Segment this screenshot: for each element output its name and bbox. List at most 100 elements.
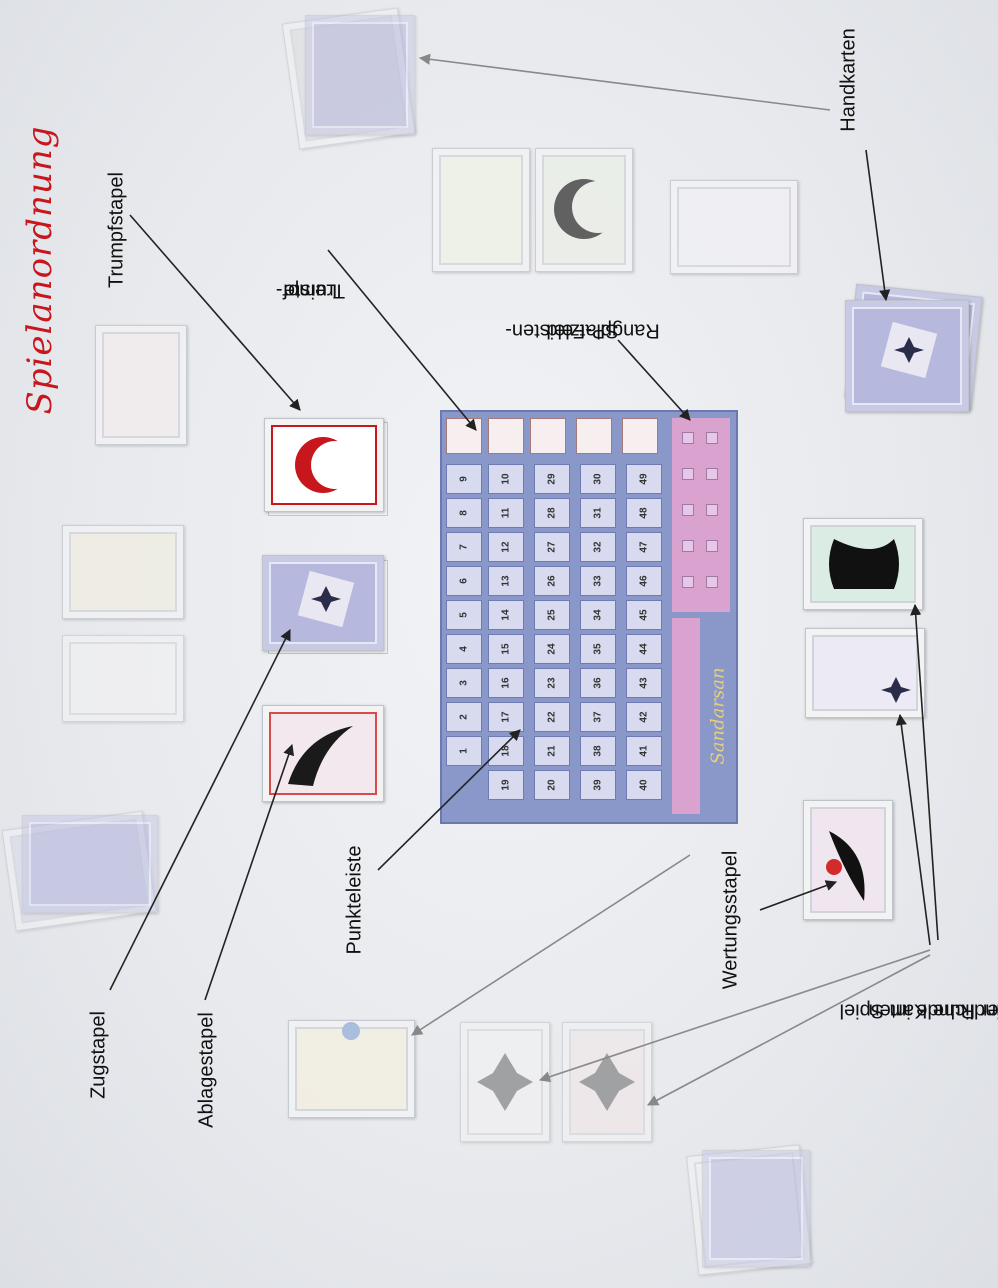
player-card xyxy=(670,180,798,274)
score-cell: 5 xyxy=(446,600,482,630)
score-cell: 38 xyxy=(580,736,616,766)
sp-field xyxy=(672,618,700,814)
player-card xyxy=(62,635,184,722)
flower-icon xyxy=(477,1053,533,1111)
score-cell: 26 xyxy=(534,566,570,596)
score-cell: 22 xyxy=(534,702,570,732)
score-cell: 30 xyxy=(580,464,616,494)
score-cell: 10 xyxy=(488,464,524,494)
crescent-moon-icon xyxy=(295,437,359,493)
rank-slot[interactable] xyxy=(682,504,694,516)
score-cell: 43 xyxy=(626,668,662,698)
score-cell: 17 xyxy=(488,702,524,732)
score-cell: 41 xyxy=(626,736,662,766)
score-cell: 32 xyxy=(580,532,616,562)
score-cell: 14 xyxy=(488,600,524,630)
label-zugstapel: Zugstapel xyxy=(87,1011,110,1099)
rank-slot[interactable] xyxy=(706,504,718,516)
score-cell: 45 xyxy=(626,600,662,630)
rank-slot[interactable] xyxy=(706,432,718,444)
trump-slot[interactable] xyxy=(622,418,658,454)
label-rangplatzleisten: Rangplatzleisten-SP-Feld xyxy=(504,319,660,342)
label-trumpf-leiste: Trumpf-Leiste xyxy=(275,279,345,302)
score-cell: 24 xyxy=(534,634,570,664)
score-cell: 37 xyxy=(580,702,616,732)
score-cell: 9 xyxy=(446,464,482,494)
hand-card-back xyxy=(22,815,158,913)
scimitar-icon xyxy=(288,726,353,786)
score-cell: 1 xyxy=(446,736,482,766)
rank-slot[interactable] xyxy=(706,576,718,588)
hand-card-back xyxy=(305,15,415,135)
rank-slot[interactable] xyxy=(682,468,694,480)
score-cell: 40 xyxy=(626,770,662,800)
label-handkarten: Handkarten xyxy=(837,28,860,132)
score-cell: 3 xyxy=(446,668,482,698)
player-card xyxy=(535,148,633,272)
trump-slot[interactable] xyxy=(576,418,612,454)
rank-slot[interactable] xyxy=(682,576,694,588)
hand-card-back xyxy=(702,1150,810,1267)
score-cell: 42 xyxy=(626,702,662,732)
in-play-card[interactable] xyxy=(805,628,925,718)
rank-slot[interactable] xyxy=(682,432,694,444)
label-trumpfstapel: Trumpfstapel xyxy=(105,172,128,288)
score-cell: 6 xyxy=(446,566,482,596)
score-cell: 13 xyxy=(488,566,524,596)
label-in-play-cards: In dieser Runde im Spielbefindliche Kart… xyxy=(839,999,998,1022)
score-cell: 49 xyxy=(626,464,662,494)
rank-slot[interactable] xyxy=(706,468,718,480)
score-cell: 33 xyxy=(580,566,616,596)
score-cell: 11 xyxy=(488,498,524,528)
player-card xyxy=(95,325,187,445)
score-cell: 48 xyxy=(626,498,662,528)
score-cell: 20 xyxy=(534,770,570,800)
game-board: 9 8 7 6 5 4 3 2 1 10 11 12 13 14 15 16 1… xyxy=(440,410,738,824)
score-cell: 46 xyxy=(626,566,662,596)
shuriken-icon xyxy=(881,677,911,703)
score-cell: 29 xyxy=(534,464,570,494)
hand-card-back[interactable] xyxy=(845,300,969,412)
score-cell: 47 xyxy=(626,532,662,562)
rank-slot[interactable] xyxy=(682,540,694,552)
in-play-card[interactable] xyxy=(803,518,923,610)
label-ablagestapel: Ablagestapel xyxy=(195,1012,218,1128)
score-cell: 12 xyxy=(488,532,524,562)
scoring-pile[interactable] xyxy=(803,800,893,920)
player-card xyxy=(432,148,530,272)
score-cell: 7 xyxy=(446,532,482,562)
rank-area xyxy=(672,418,730,612)
score-cell: 44 xyxy=(626,634,662,664)
score-cell: 19 xyxy=(488,770,524,800)
score-cell: 34 xyxy=(580,600,616,630)
shuriken-icon xyxy=(880,321,938,379)
score-cell: 23 xyxy=(534,668,570,698)
shuriken-icon xyxy=(297,570,355,628)
scoring-pile[interactable] xyxy=(288,1020,415,1118)
score-cell: 2 xyxy=(446,702,482,732)
flower-icon xyxy=(579,1053,635,1111)
rank-slot[interactable] xyxy=(706,540,718,552)
score-cell: 4 xyxy=(446,634,482,664)
score-cell: 15 xyxy=(488,634,524,664)
player-card xyxy=(62,525,184,619)
score-cell: 27 xyxy=(534,532,570,562)
score-cell: 8 xyxy=(446,498,482,528)
score-cell: 21 xyxy=(534,736,570,766)
score-cell: 36 xyxy=(580,668,616,698)
discard-pile[interactable] xyxy=(262,705,384,802)
trump-slot[interactable] xyxy=(530,418,566,454)
score-cell: 39 xyxy=(580,770,616,800)
in-play-card[interactable] xyxy=(562,1022,652,1142)
trump-slot[interactable] xyxy=(488,418,524,454)
score-cell: 16 xyxy=(488,668,524,698)
score-cell: 31 xyxy=(580,498,616,528)
label-wertungsstapel: Wertungsstapel xyxy=(719,850,742,990)
score-cell: 25 xyxy=(534,600,570,630)
label-punkteleiste: Punkteleiste xyxy=(343,845,366,955)
score-cell: 35 xyxy=(580,634,616,664)
trump-deck[interactable] xyxy=(264,418,384,512)
score-cell: 28 xyxy=(534,498,570,528)
